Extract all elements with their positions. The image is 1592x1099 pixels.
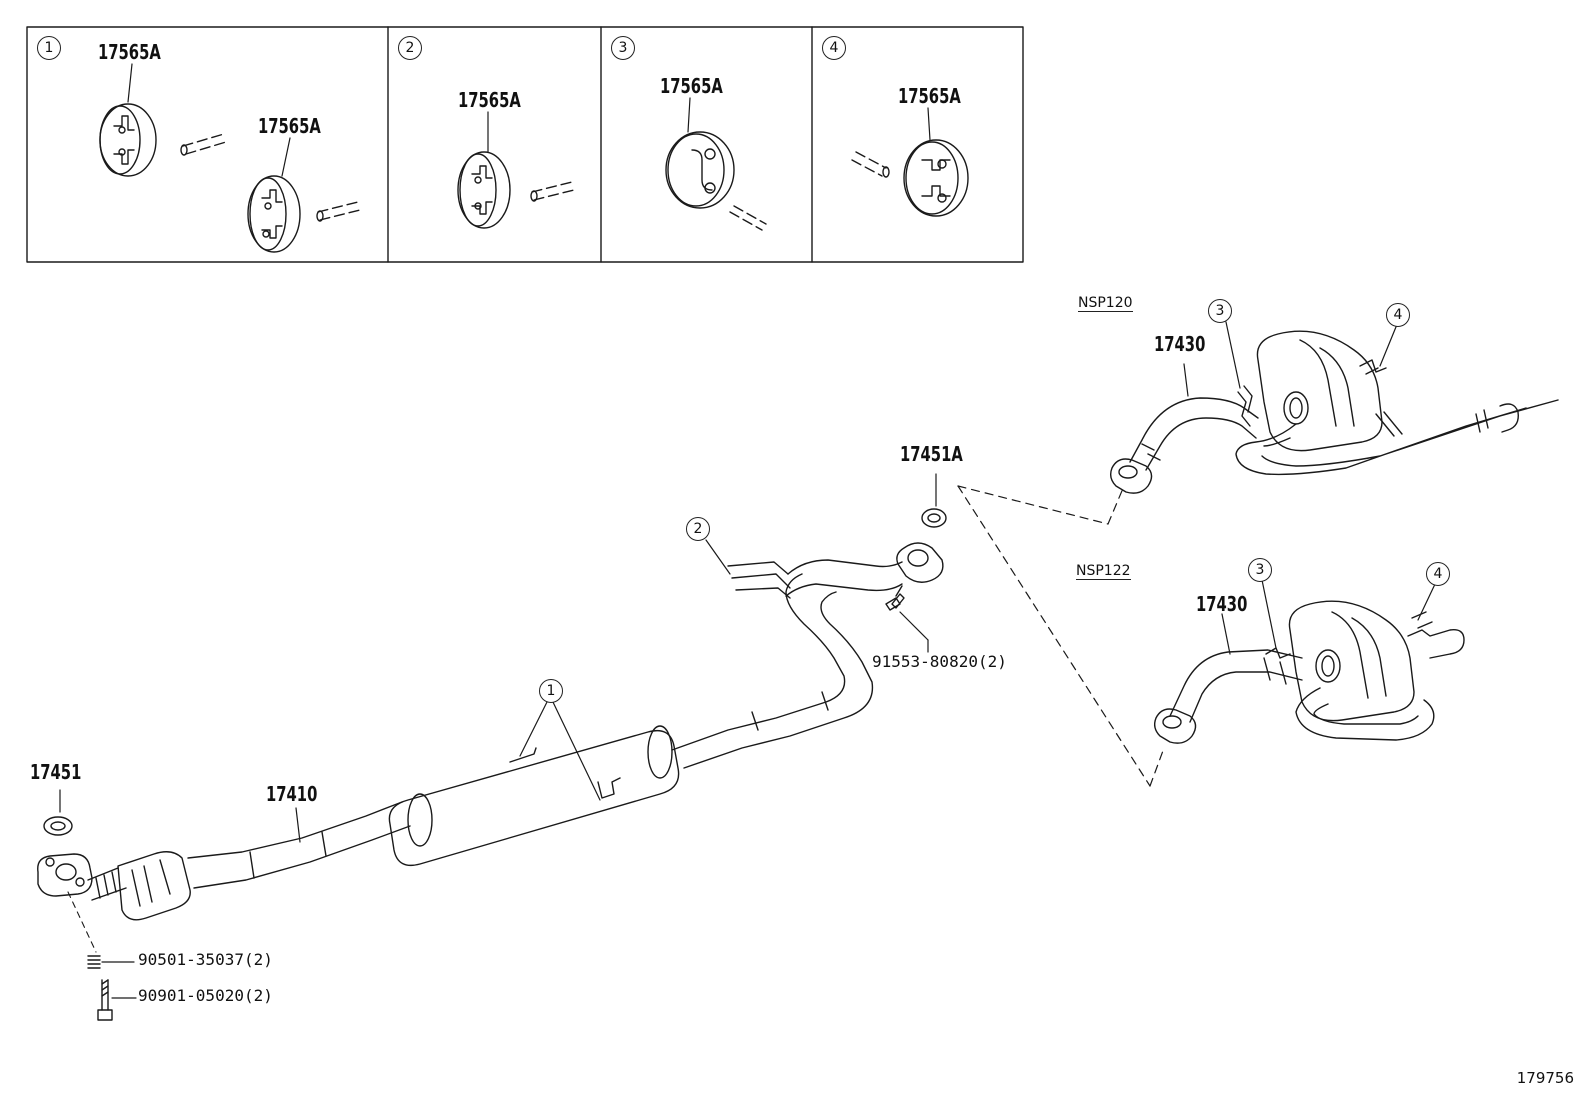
callout-2-leader bbox=[705, 539, 731, 575]
variant-nsp122: NSP122 bbox=[1076, 563, 1131, 580]
leader-17410 bbox=[295, 807, 301, 843]
inset-1-index: 1 bbox=[37, 36, 61, 60]
part-17451a: 17451A bbox=[900, 442, 963, 466]
hanger-pin bbox=[729, 205, 767, 231]
inset-3-index: 3 bbox=[611, 36, 635, 60]
inset-1-label-b: 17565A bbox=[258, 114, 321, 138]
callout-1-leaders bbox=[519, 699, 601, 801]
nsp120-leaders bbox=[1183, 321, 1399, 397]
hanger-rubber bbox=[665, 131, 735, 209]
hanger-rubber bbox=[903, 139, 969, 217]
front-gasket bbox=[43, 789, 73, 836]
hanger-pin bbox=[316, 201, 361, 222]
center-bolt bbox=[885, 585, 929, 653]
inset-4-label: 17565A bbox=[898, 84, 961, 108]
hanger-pin bbox=[851, 151, 890, 178]
part-90901-05020: 90901-05020(2) bbox=[138, 986, 273, 1005]
inset-3-label: 17565A bbox=[660, 74, 723, 98]
part-17410: 17410 bbox=[266, 782, 318, 806]
nsp122-leaders bbox=[1221, 579, 1437, 655]
part-17430-nsp120: 17430 bbox=[1154, 332, 1206, 356]
front-exhaust-pipe bbox=[37, 542, 944, 921]
front-bolt bbox=[97, 979, 137, 1021]
callout-3-nsp122: 3 bbox=[1248, 558, 1272, 582]
hanger-pin bbox=[180, 133, 227, 156]
front-spring bbox=[87, 955, 135, 969]
inset-2-index: 2 bbox=[398, 36, 422, 60]
callout-3-nsp120: 3 bbox=[1208, 299, 1232, 323]
connection-lines bbox=[957, 485, 1165, 787]
inset-4-index: 4 bbox=[822, 36, 846, 60]
part-17451: 17451 bbox=[30, 760, 82, 784]
inset-leader-lines bbox=[127, 63, 931, 177]
part-90501-35037: 90501-35037(2) bbox=[138, 950, 273, 969]
callout-1: 1 bbox=[539, 679, 563, 703]
inset-2-label: 17565A bbox=[458, 88, 521, 112]
callout-4-nsp122: 4 bbox=[1426, 562, 1450, 586]
hanger-rubber bbox=[457, 151, 511, 229]
hanger-pin bbox=[530, 181, 575, 202]
inset-panel-frame bbox=[26, 26, 1024, 263]
hanger-rubber bbox=[247, 175, 301, 253]
variant-nsp120: NSP120 bbox=[1078, 295, 1133, 312]
tail-pipe-nsp122 bbox=[1153, 600, 1465, 744]
callout-2: 2 bbox=[686, 517, 710, 541]
part-17430-nsp122: 17430 bbox=[1196, 592, 1248, 616]
part-91553-80820: 91553-80820(2) bbox=[872, 652, 1007, 671]
drawing-number: 179756 bbox=[1516, 1069, 1574, 1087]
hanger-rubber bbox=[99, 103, 157, 177]
tail-pipe-nsp120 bbox=[1109, 330, 1559, 494]
callout-4-nsp120: 4 bbox=[1386, 303, 1410, 327]
inset-1-label-a: 17565A bbox=[98, 40, 161, 64]
front-bolt-axis bbox=[67, 891, 97, 953]
center-gasket bbox=[921, 473, 947, 528]
